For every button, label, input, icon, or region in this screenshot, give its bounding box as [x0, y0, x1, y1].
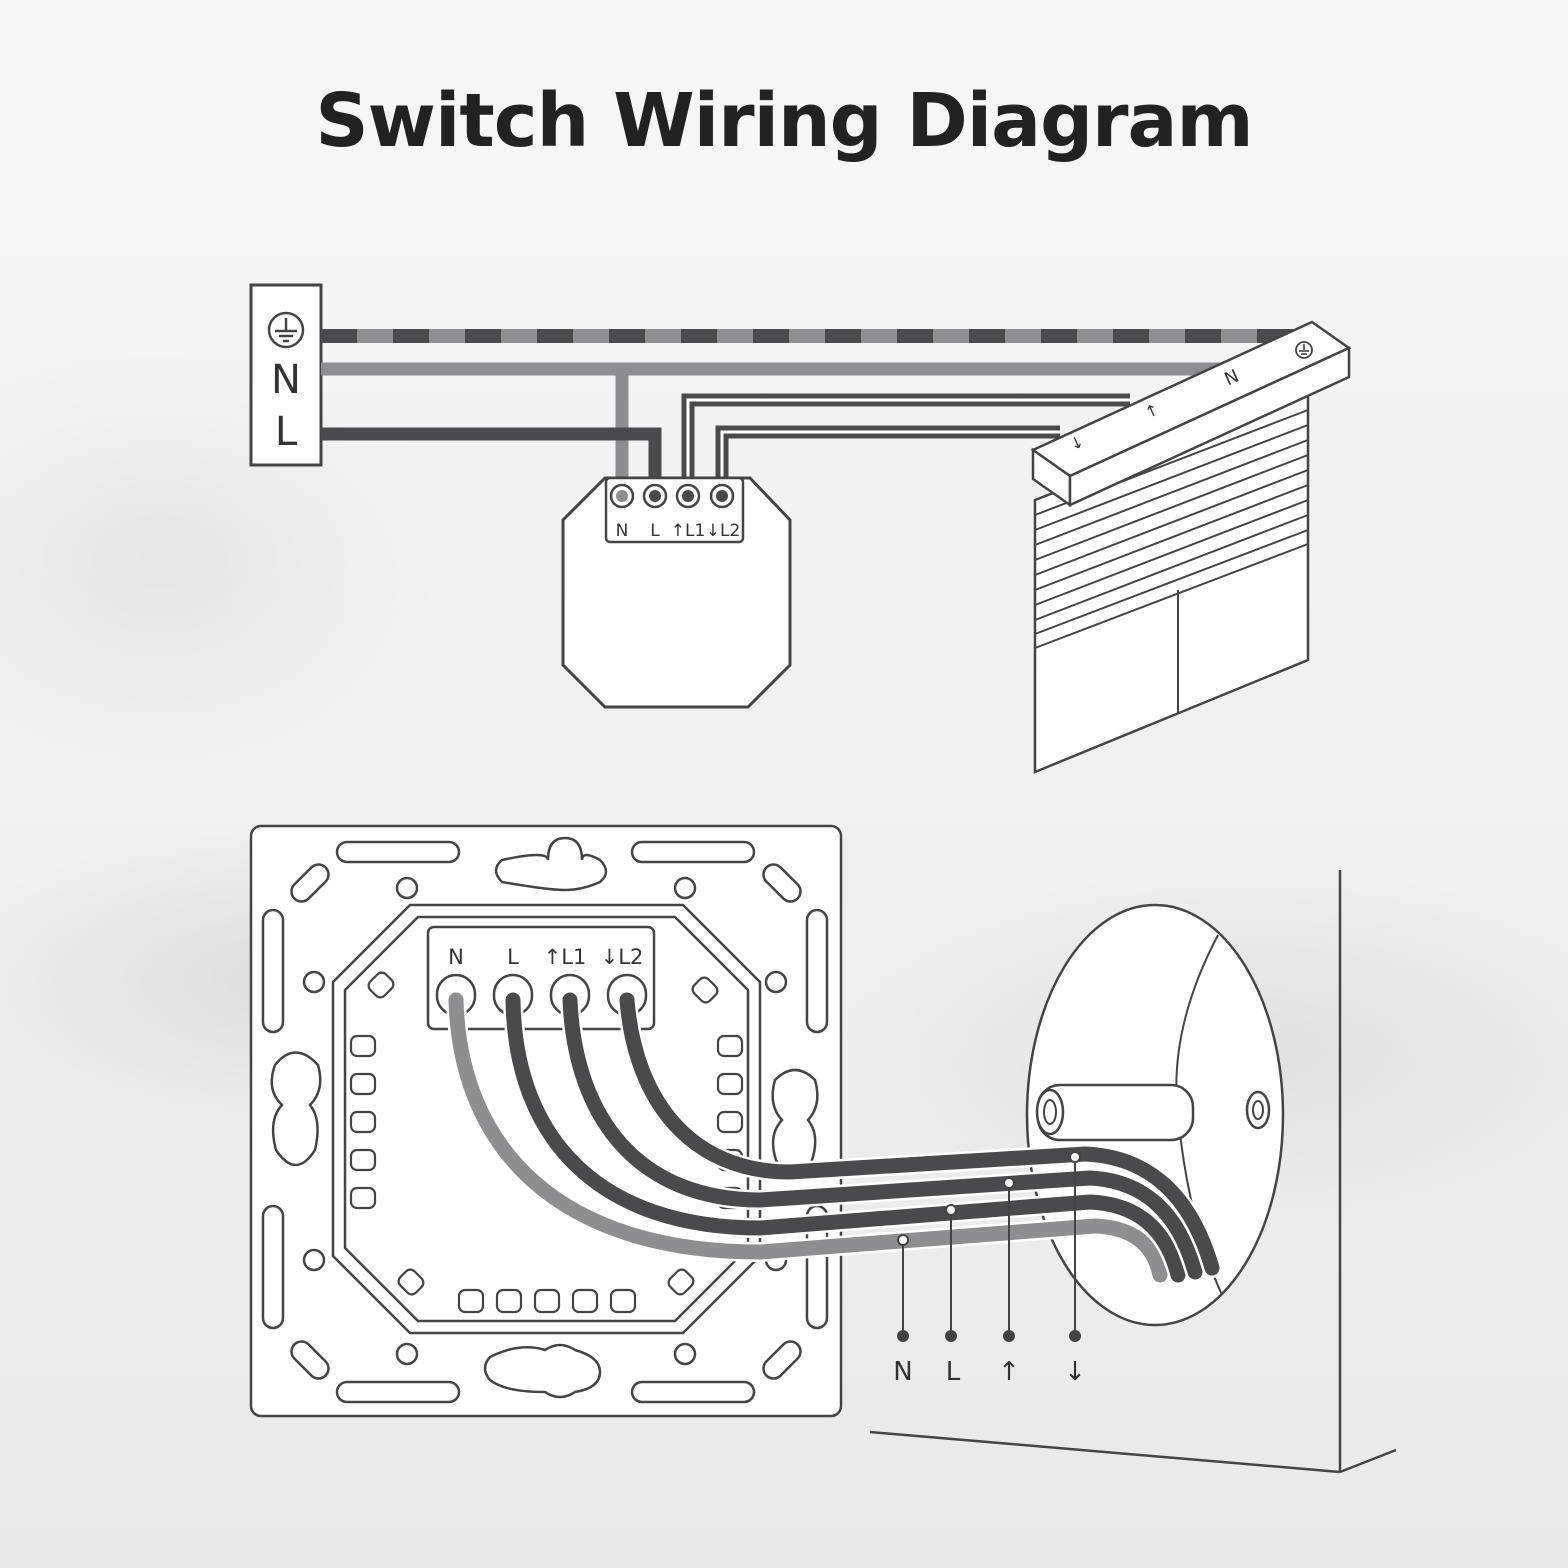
module-terminal-n: N: [616, 521, 629, 541]
wire-callouts: [897, 1151, 1081, 1342]
supply-terminal-panel: N L: [249, 283, 323, 467]
l2-wire: [715, 425, 1060, 495]
ground-icon: [267, 311, 305, 349]
panel-label-neutral: N: [271, 357, 301, 403]
callout-label-neutral: N: [893, 1357, 912, 1387]
shutter-ground-icon: [1295, 341, 1313, 359]
module-terminal-l: L: [650, 521, 660, 541]
callout-label-up: ↑: [998, 1357, 1020, 1387]
page-title: Switch Wiring Diagram: [315, 78, 1253, 164]
callout-label-live: L: [946, 1357, 961, 1387]
plate-terminal-l2: ↓L2: [601, 945, 644, 969]
live-wire: [321, 427, 662, 495]
roller-shutter: ↓ ↑ N: [1030, 320, 1352, 774]
module-terminal-l1: ↑L1: [671, 521, 706, 541]
plate-terminal-n: N: [448, 945, 464, 969]
panel-label-live: L: [275, 409, 298, 455]
plate-terminal-l: L: [507, 945, 519, 969]
relay-module: N L ↑L1 ↓L2: [561, 476, 792, 709]
plate-terminal-l1: ↑L1: [544, 945, 587, 969]
switch-wires: [446, 990, 1222, 1285]
wall-outline: [869, 870, 1397, 1474]
module-terminal-l2: ↓L2: [706, 521, 741, 541]
callout-label-down: ↓: [1064, 1357, 1086, 1387]
